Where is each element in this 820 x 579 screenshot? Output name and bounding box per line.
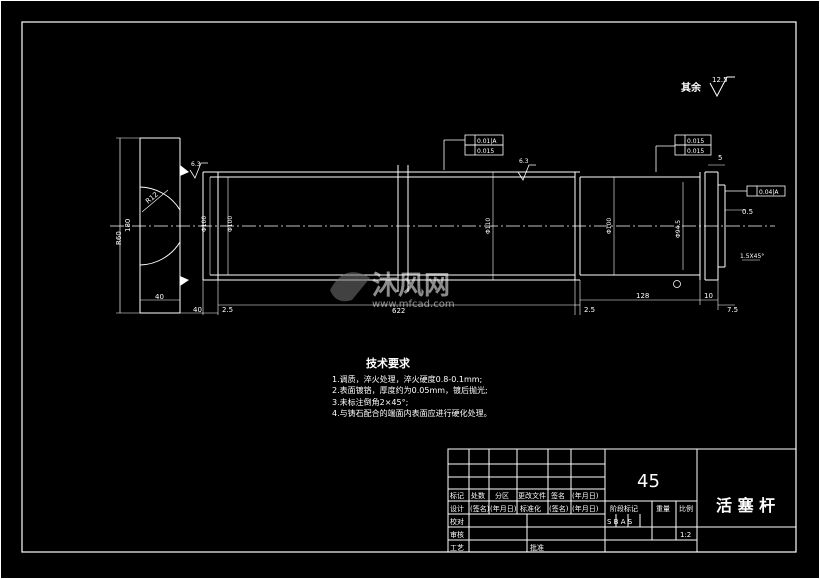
dim-2-5-right: 2.5: [584, 306, 595, 314]
tb-proofread: 校对: [450, 517, 464, 526]
dim-0-5: 0.5: [742, 208, 753, 216]
roughness-mid: 6.3: [519, 158, 529, 165]
shaft-body: [202, 165, 726, 292]
tb-sign: 签名: [551, 491, 565, 500]
tolerance-frame-right: [655, 134, 712, 172]
tb-stage-letters: S B A S: [607, 518, 633, 526]
tol-left-1: 0.01|A: [477, 138, 497, 145]
technical-notes: 技术要求 1.调质，淬火处理，淬火硬度0.8-0.1mm; 2.表面镀铬，厚度约…: [332, 358, 592, 420]
tb-mark: 标记: [450, 491, 464, 500]
dim-2-5-left: 2.5: [222, 306, 233, 314]
tb-scale-val: 1:2: [680, 531, 691, 539]
roughness-symbol-general: [709, 76, 735, 98]
notes-item-1: 1.调质，淬火处理，淬火硬度0.8-0.1mm;: [332, 374, 483, 384]
dim-5: 5: [718, 154, 722, 162]
tb-design: 设计: [450, 504, 464, 513]
tolerance-frame-left: [443, 134, 504, 170]
dim-dia100b: Φ100: [227, 216, 234, 232]
tb-review: 审核: [450, 530, 464, 539]
inner-border: [21, 21, 797, 553]
datum-circle: [673, 280, 681, 288]
tb-std: 标准化: [520, 504, 541, 513]
dim-dia100c: Φ100: [606, 218, 613, 234]
dim-128: 128: [636, 292, 649, 300]
title-block: [447, 448, 797, 553]
material-value: 45: [637, 471, 660, 492]
tb-doc-no: 更改文件: [518, 491, 546, 500]
tb-date2: (年月日): [490, 504, 517, 513]
datum-frame: [725, 185, 786, 197]
bottom-dims: [180, 280, 735, 315]
dim-flange-40: 40: [155, 293, 164, 301]
dim-10: 10: [704, 292, 713, 300]
roughness-general-value: 12.5: [712, 76, 728, 84]
tol-right-2: 0.015: [687, 148, 704, 155]
tb-signed: (签名): [470, 504, 490, 513]
tol-right-1: 0.015: [687, 138, 704, 145]
tb-scale: 比例: [679, 504, 693, 513]
dim-chamfer: 1.5X45°: [740, 253, 764, 260]
dim-dia100a: Φ100: [201, 216, 208, 232]
notes-item-2: 2.表面镀铬，厚度约为0.05mm，镀后抛光;: [332, 386, 488, 395]
part-name: 活 塞 杆: [716, 496, 775, 515]
dim-622: 622: [392, 307, 405, 315]
notes-item-3: 3.未标注倒角2×45°;: [332, 397, 409, 407]
tb-approve: 批准: [530, 543, 544, 552]
dim-r60: R60: [115, 231, 123, 245]
tol-left-2: 0.015: [477, 148, 494, 155]
datum-value: 0.04|A: [759, 189, 779, 196]
dim-180: 180: [124, 219, 132, 232]
tb-zone: 分区: [495, 491, 509, 500]
watermark-url: www.mfcad.com: [372, 299, 455, 310]
watermark-text: 沐风网: [372, 271, 450, 301]
dim-7-5: 7.5: [727, 306, 738, 314]
dim-dia110: Φ110: [485, 218, 492, 234]
tb-process: 工艺: [450, 544, 464, 552]
tb-date3: (年月日): [572, 504, 599, 513]
notes-title: 技术要求: [366, 357, 410, 370]
watermark: 沐风网 www.mfcad.com: [330, 271, 455, 310]
roughness-left: 6.3: [191, 161, 201, 168]
tb-signed2: (签名): [549, 504, 569, 513]
tb-weight: 重量: [656, 505, 670, 513]
dim-dia94-5: Φ94.5: [675, 220, 682, 238]
tb-stage-mark: 阶段标记: [610, 504, 638, 513]
roughness-general-label: 其余: [681, 81, 702, 94]
flange-head: [139, 137, 189, 314]
notes-item-4: 4.与铸石配合的端面内表面应进行硬化处理。: [332, 409, 492, 418]
tb-date: (年月日): [572, 491, 599, 500]
tb-count: 处数: [471, 491, 485, 500]
dim-40: 40: [193, 306, 202, 314]
